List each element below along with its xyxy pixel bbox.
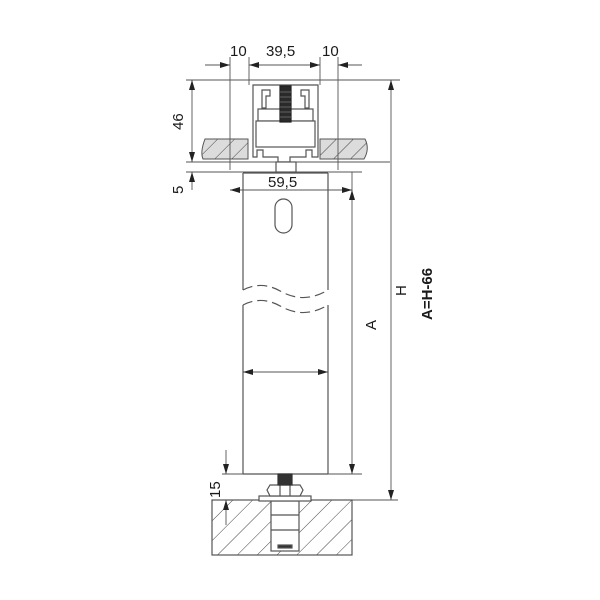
dim-top-left-offset: 10 — [230, 43, 247, 60]
door-panel — [242, 172, 329, 475]
ceiling-slab — [201, 138, 368, 160]
track-profile — [252, 84, 319, 173]
dim-floor-guide: 15 — [207, 481, 224, 498]
dim-panel-width: 59,5 — [268, 174, 297, 191]
mounting-slot — [274, 198, 293, 234]
floor-guide — [211, 473, 353, 556]
dimension-lines — [186, 57, 400, 525]
dim-gap: 5 — [170, 186, 187, 194]
dim-track-height: 46 — [170, 113, 187, 130]
dim-track-width: 39,5 — [266, 43, 295, 60]
formula-a-equals-h-minus-66: A=H-66 — [419, 268, 436, 320]
dim-top-right-offset: 10 — [322, 43, 339, 60]
label-total-height-h: H — [393, 285, 410, 296]
label-panel-height-a: A — [363, 320, 380, 330]
